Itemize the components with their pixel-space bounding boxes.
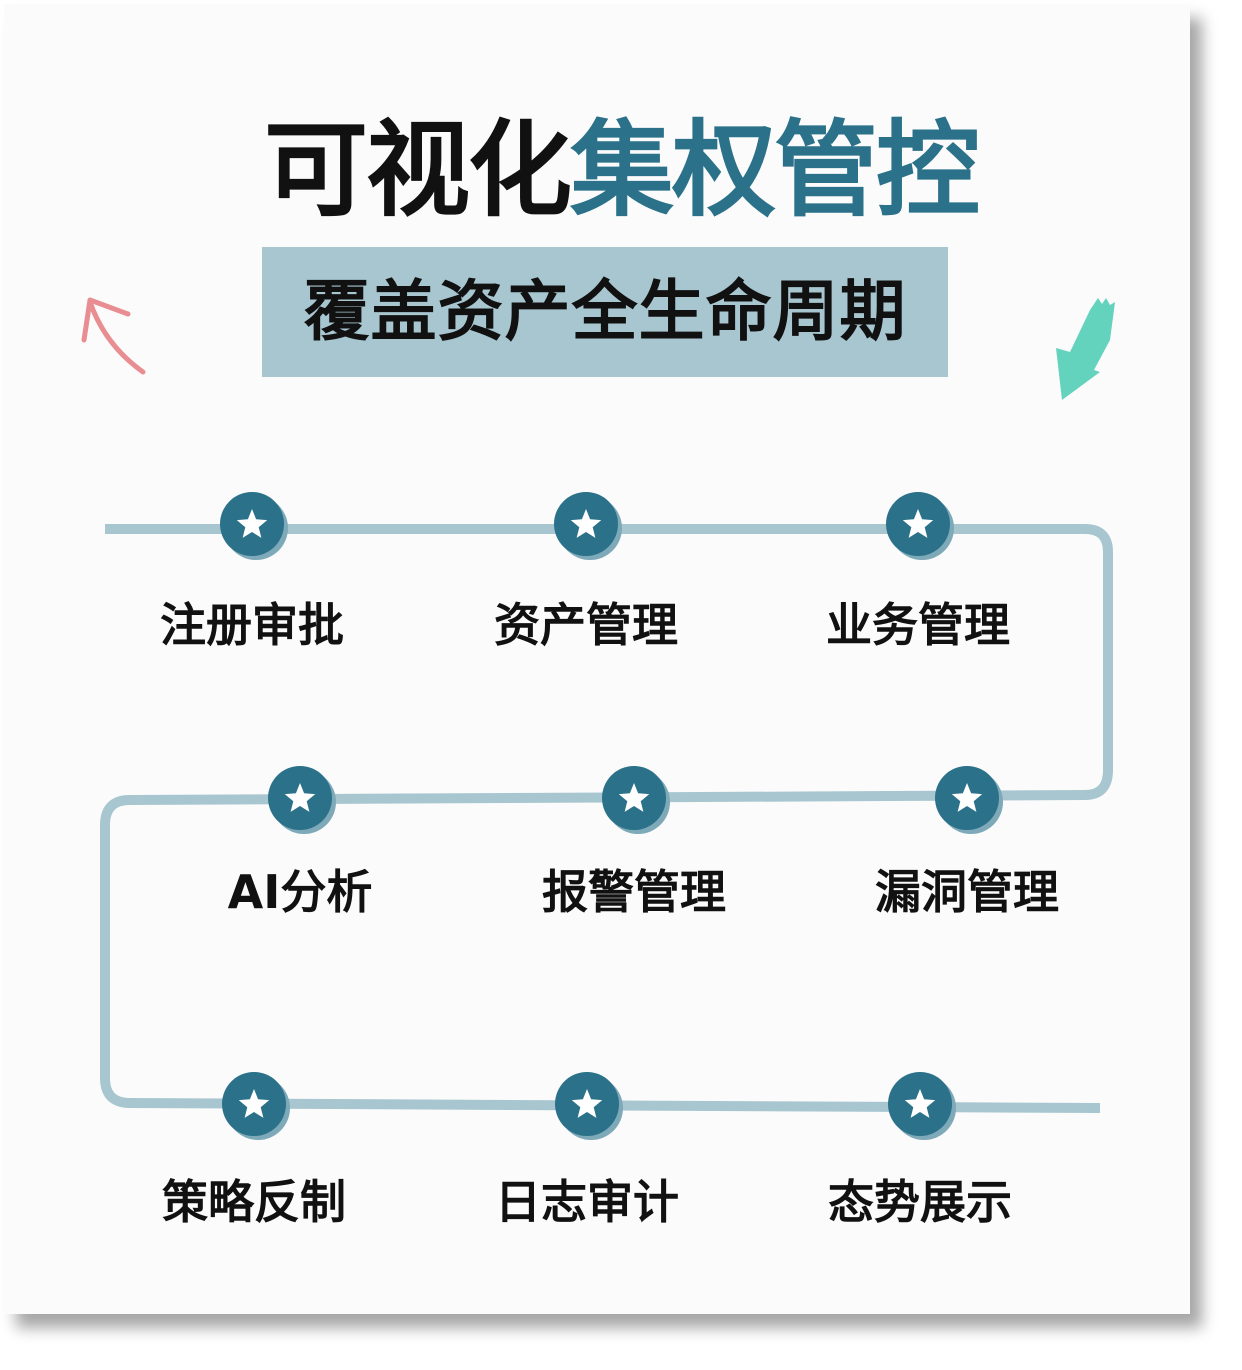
star-icon [236,509,268,538]
pointing-hand-icon [1056,298,1115,400]
step-label: 日志审计 [495,1175,679,1229]
step-label: 策略反制 [162,1175,346,1229]
star-icon [570,509,602,538]
step-label: 态势展示 [828,1175,1012,1229]
step-node [268,766,336,834]
subtitle-text: 覆盖资产全生命周期 [303,273,907,350]
arrow-up-left-icon [81,297,146,375]
step-node [602,766,670,834]
star-icon [951,783,983,812]
step-label: 资产管理 [494,598,678,652]
step-node [220,492,288,560]
page-title: 可视化集权管控 [0,100,1242,240]
star-icon [902,509,934,538]
step-label: AI分析 [227,865,373,919]
step-node [886,492,954,560]
title-part-dark: 可视化 [263,109,572,231]
star-icon [238,1089,270,1118]
step-node [935,766,1003,834]
step-label: 注册审批 [160,598,344,652]
step-label: 报警管理 [542,865,726,919]
step-node [555,1072,623,1140]
step-node [888,1072,956,1140]
subtitle-banner: 覆盖资产全生命周期 [262,247,948,377]
star-icon [904,1089,936,1118]
star-icon [284,783,316,812]
title-part-accent: 集权管控 [570,109,980,231]
step-node [222,1072,290,1140]
star-icon [571,1089,603,1118]
step-label: 业务管理 [826,598,1010,652]
step-node [554,492,622,560]
star-icon [618,783,650,812]
step-label: 漏洞管理 [875,865,1059,919]
